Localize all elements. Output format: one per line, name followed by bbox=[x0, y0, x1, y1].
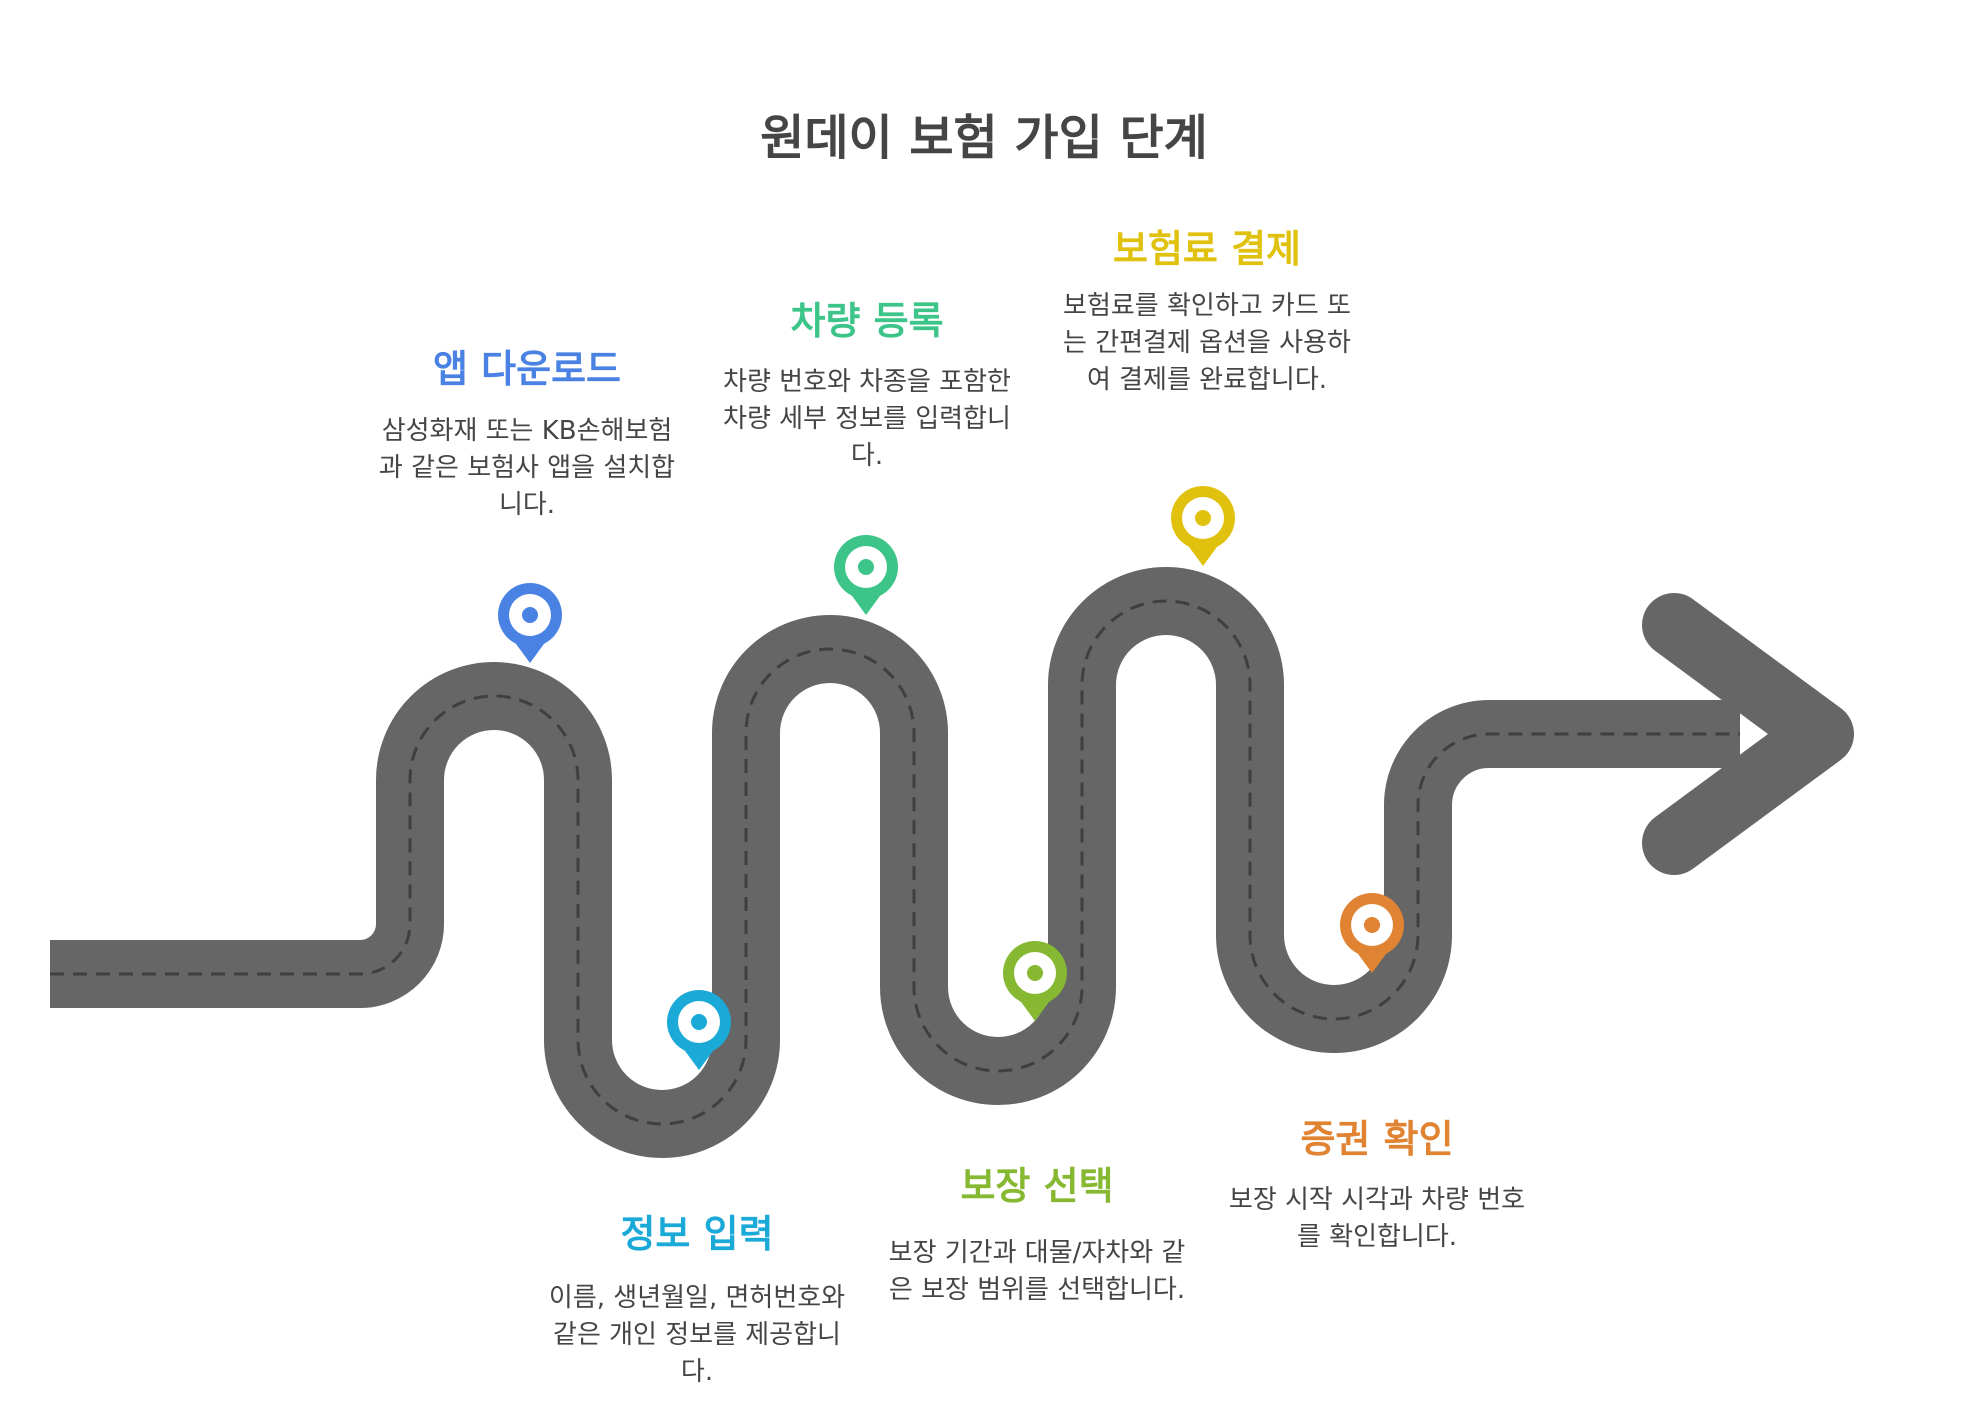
step-title-premium-payment: 보험료 결제 bbox=[1112, 227, 1302, 271]
location-pins bbox=[498, 486, 1404, 1070]
diagram-title: 원데이 보험 가입 단계 bbox=[760, 110, 1208, 166]
pin-dot bbox=[691, 1014, 707, 1030]
step-title-app-download: 앱 다운로드 bbox=[432, 347, 622, 391]
step-desc-vehicle-register: 차량 번호와 차종을 포함한 차량 세부 정보를 입력합니다. bbox=[723, 367, 1011, 471]
road-center-line bbox=[50, 599, 1740, 1126]
step-desc-info-input: 이름, 생년월일, 면허번호와 같은 개인 정보를 제공합니다. bbox=[548, 1283, 846, 1387]
pin-dot bbox=[522, 607, 538, 623]
pin-dot bbox=[1027, 965, 1043, 981]
map-pin-icon bbox=[834, 535, 898, 615]
pin-dot bbox=[858, 559, 874, 575]
road-arrowhead bbox=[1642, 593, 1854, 875]
step-desc-coverage-select: 보장 기간과 대물/자차와 같은 보장 범위를 선택합니다. bbox=[888, 1238, 1186, 1305]
step-desc-app-download: 삼성화재 또는 KB손해보험과 같은 보험사 앱을 설치합니다. bbox=[378, 416, 676, 520]
step-title-policy-confirm: 증권 확인 bbox=[1300, 1117, 1454, 1161]
arrow-head bbox=[1642, 593, 1854, 875]
step-title-info-input: 정보 입력 bbox=[620, 1212, 774, 1256]
map-pin-icon bbox=[498, 583, 562, 663]
pin-dot bbox=[1364, 917, 1380, 933]
pin-dot bbox=[1195, 510, 1211, 526]
step-title-coverage-select: 보장 선택 bbox=[960, 1164, 1114, 1208]
step-title-vehicle-register: 차량 등록 bbox=[790, 299, 944, 343]
map-pin-icon bbox=[1003, 941, 1067, 1021]
map-pin-icon bbox=[1340, 893, 1404, 973]
map-pin-icon bbox=[667, 990, 731, 1070]
winding-road bbox=[50, 567, 1740, 1158]
step-desc-policy-confirm: 보장 시작 시각과 차량 번호를 확인합니다. bbox=[1228, 1185, 1526, 1252]
map-pin-icon bbox=[1171, 486, 1235, 566]
road-surface bbox=[50, 567, 1740, 1158]
step-desc-premium-payment: 보험료를 확인하고 카드 또는 간편결제 옵션을 사용하여 결제를 완료합니다. bbox=[1063, 291, 1351, 395]
